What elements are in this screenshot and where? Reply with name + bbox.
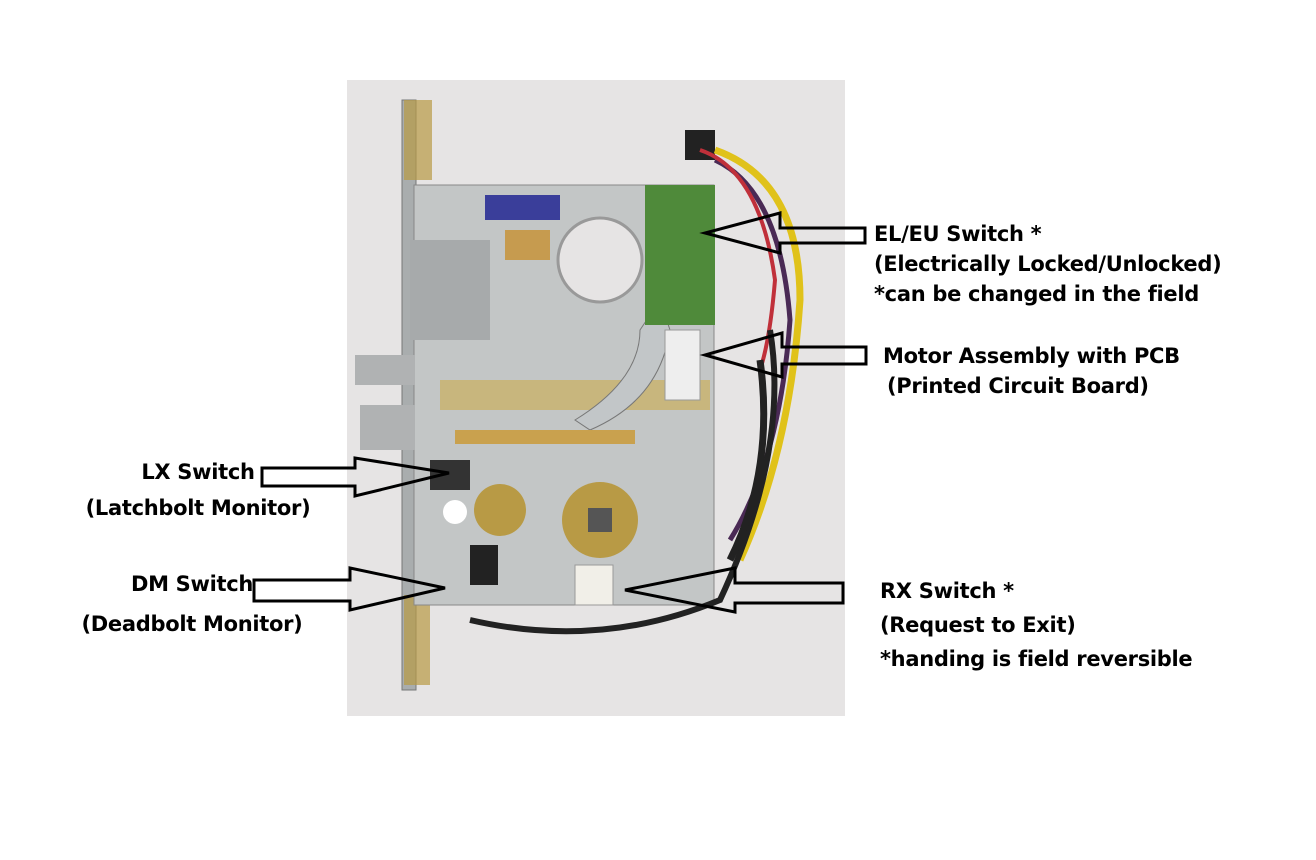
eleu-switch-label: EL/EU Switch * (Electrically Locked/Unlo… [874,219,1222,309]
brass-block [505,230,550,260]
faceplate-top-tab [404,100,432,180]
lx-title: LX Switch [141,460,255,484]
wire-yellow [713,146,804,562]
motor-subtitle: (Printed Circuit Board) [887,374,1149,398]
cylinder-hole [556,216,644,304]
wire-red [699,148,778,371]
wire-black-2 [726,359,768,562]
rx-arrow [624,566,845,614]
wire-black [469,329,778,635]
pcb-board [645,185,715,325]
roller [443,500,467,524]
rx-switch-block [574,564,614,606]
rx-title: RX Switch * [880,579,1014,603]
motor-assembly-label: Motor Assembly with PCB (Printed Circuit… [883,341,1180,401]
eleu-subtitle: (Electrically Locked/Unlocked) [874,252,1222,276]
deadbolt [360,405,415,450]
dm-switch-label: DM Switch (Deadbolt Monitor) [72,569,312,639]
dm-title: DM Switch [130,572,254,596]
magnet-block [485,195,560,220]
lx-switch-label: LX Switch (Latchbolt Monitor) [78,457,318,523]
lx-subtitle: (Latchbolt Monitor) [85,496,311,520]
dm-subtitle: (Deadbolt Monitor) [81,612,303,636]
hub-square [588,508,612,532]
dm-arrow [252,566,446,612]
eleu-title: EL/EU Switch * [874,222,1042,246]
faceplate-bottom-tab [404,595,430,685]
dm-switch-body [470,545,498,585]
lever-gear [474,484,526,536]
motor [664,329,701,401]
eleu-arrow [699,211,867,255]
rx-note: *handing is field reversible [880,647,1193,671]
spring [455,430,635,444]
eleu-note: *can be changed in the field [874,282,1199,306]
rx-switch-label: RX Switch * (Request to Exit) *handing i… [880,574,1193,676]
motor-arrow [699,331,868,379]
lx-arrow [260,456,450,498]
motor-title: Motor Assembly with PCB [883,344,1180,368]
rx-subtitle: (Request to Exit) [880,613,1076,637]
deadbolt-block [410,240,490,340]
latchbolt [355,355,415,385]
